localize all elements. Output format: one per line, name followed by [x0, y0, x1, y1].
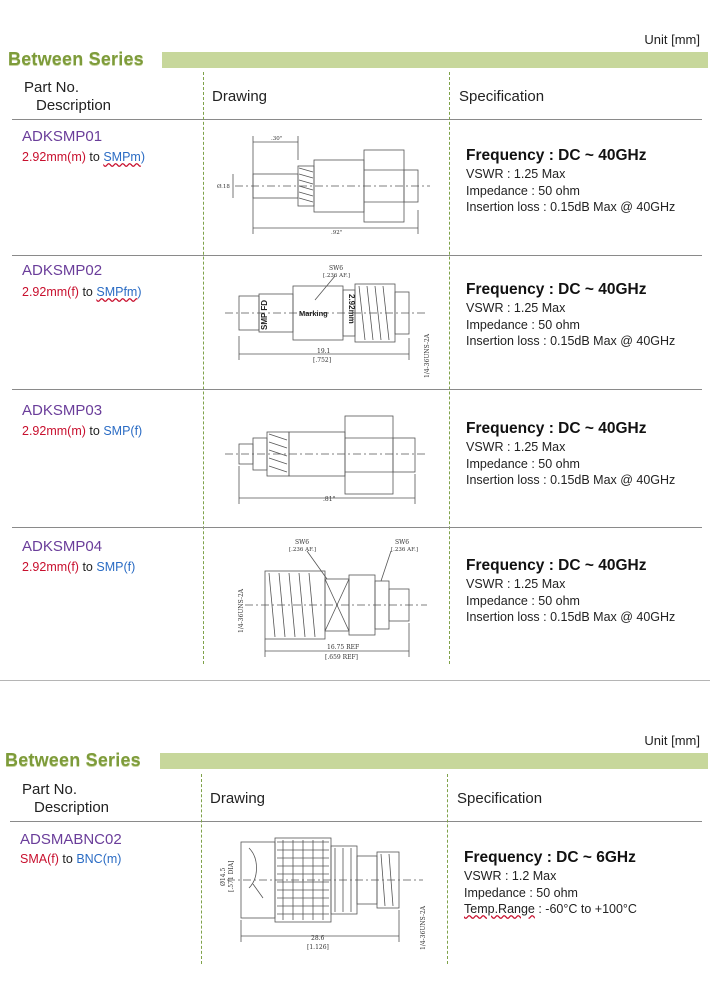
header-description: Description	[36, 97, 112, 114]
dim-label: [.571 DIA]	[228, 861, 235, 892]
specification-block: Frequency : DC ~ 6GHz VSWR : 1.2 Max Imp…	[464, 848, 637, 918]
header-specification: Specification	[459, 88, 545, 105]
header-divider	[12, 119, 702, 120]
series-title: Between Series	[8, 49, 144, 69]
dim-label: 19.1	[317, 348, 330, 355]
drawing-marking-text: Marking	[299, 309, 328, 318]
impedance-spec: Impedance : 50 ohm	[466, 593, 580, 608]
specification-block: Frequency : DC ~ 40GHz VSWR : 1.25 Max I…	[466, 280, 675, 350]
impedance-spec: Impedance : 50 ohm	[466, 183, 580, 198]
dim-label: [.236 AF.]	[391, 547, 418, 553]
vswr-spec: VSWR : 1.2 Max	[464, 869, 557, 883]
dim-label: Ø14.5	[220, 868, 227, 886]
part-number: ADKSMP04	[22, 538, 103, 555]
part-description: 2.92mm(m) to SMP(f)	[22, 424, 143, 438]
frequency-spec: Frequency : DC ~ 40GHz	[466, 557, 647, 574]
dim-label: 1/4-36UNS-2A	[424, 333, 431, 378]
dim-label: SW6	[295, 539, 309, 546]
dim-label: .30"	[271, 136, 282, 142]
column-divider	[203, 72, 204, 664]
connector-drawing-adksmp04: SW6 [.236 AF.] SW6 [.236 AF.] 1/4-36UNS-…	[215, 533, 445, 663]
series-title-bar	[160, 753, 708, 769]
part-number: ADKSMP03	[22, 402, 103, 419]
drawing-marking-text: 2.92mm	[347, 294, 356, 324]
connector-drawing-adsmabnc02: Ø14.5 [.571 DIA] 28.6 [1.126] 1/4-36UNS-…	[213, 828, 443, 958]
insertion-loss-spec: Insertion loss : 0.15dB Max @ 40GHz	[466, 473, 676, 487]
dim-label: [.236 AF.]	[289, 547, 316, 553]
frequency-spec: Frequency : DC ~ 40GHz	[466, 147, 647, 164]
row-divider	[12, 527, 702, 528]
vswr-spec: VSWR : 1.25 Max	[466, 577, 566, 591]
specification-block: Frequency : DC ~ 40GHz VSWR : 1.25 Max I…	[466, 556, 675, 626]
dim-label: [.752]	[313, 357, 331, 364]
series-title: Between Series	[5, 750, 141, 770]
specification-block: Frequency : DC ~ 40GHz VSWR : 1.25 Max I…	[466, 419, 675, 489]
insertion-loss-spec: Insertion loss : 0.15dB Max @ 40GHz	[466, 200, 676, 214]
dim-label: 16.75 REF	[327, 644, 359, 651]
specification-block: Frequency : DC ~ 40GHz VSWR : 1.25 Max I…	[466, 146, 675, 216]
drawing-marking-text: SMP FD	[260, 300, 269, 330]
header-specification: Specification	[457, 790, 543, 807]
connector-drawing-adksmp02: SW6 [.236 AF.] SMP FD Marking 2.92mm 19.…	[215, 258, 445, 383]
vswr-spec: VSWR : 1.25 Max	[466, 167, 566, 181]
dim-label: Ø.18	[217, 183, 230, 190]
row-divider	[12, 389, 702, 390]
impedance-spec: Impedance : 50 ohm	[466, 456, 580, 471]
unit-label: Unit [mm]	[644, 32, 700, 47]
vswr-spec: VSWR : 1.25 Max	[466, 440, 566, 454]
column-divider	[449, 72, 450, 664]
frequency-spec: Frequency : DC ~ 40GHz	[466, 281, 647, 298]
column-divider	[201, 774, 202, 964]
part-number: ADKSMP01	[22, 128, 103, 145]
header-part-no: Part No.	[22, 781, 78, 798]
dim-label: .92"	[331, 230, 342, 236]
frequency-spec: Frequency : DC ~ 6GHz	[464, 849, 636, 866]
part-number: ADSMABNC02	[20, 831, 122, 848]
header-divider	[10, 821, 702, 822]
header-drawing: Drawing	[210, 790, 266, 807]
dim-label: 28.6	[311, 935, 325, 942]
section-separator	[0, 680, 710, 681]
header-drawing: Drawing	[212, 88, 268, 105]
dim-label: [.659 REF]	[325, 654, 358, 661]
header-part-no: Part No.	[24, 79, 80, 96]
frequency-spec: Frequency : DC ~ 40GHz	[466, 420, 647, 437]
dim-label: SW6	[329, 265, 343, 272]
part-description: 2.92mm(f) to SMPfm)	[22, 285, 142, 299]
part-description: SMA(f) to BNC(m)	[20, 852, 122, 866]
insertion-loss-spec: Insertion loss : 0.15dB Max @ 40GHz	[466, 610, 676, 624]
connector-drawing-adksmp03: .81"	[215, 402, 445, 517]
dim-label: .81"	[323, 496, 336, 503]
insertion-loss-spec: Insertion loss : 0.15dB Max @ 40GHz	[466, 334, 676, 348]
header-description: Description	[34, 799, 110, 816]
dim-label: 1/4-36UNS-2A	[420, 905, 427, 950]
part-description: 2.92mm(m) to SMPm)	[22, 150, 145, 164]
unit-label: Unit [mm]	[644, 733, 700, 748]
row-divider	[12, 255, 702, 256]
vswr-spec: VSWR : 1.25 Max	[466, 301, 566, 315]
dim-label: [.236 AF.]	[323, 273, 350, 279]
impedance-spec: Impedance : 50 ohm	[464, 885, 578, 900]
impedance-spec: Impedance : 50 ohm	[466, 317, 580, 332]
series-title-bar	[162, 52, 708, 68]
temperature-range-spec: Temp.Range : -60°C to +100°C	[464, 902, 637, 916]
dim-label: 1/4-36UNS-2A	[238, 588, 245, 633]
dim-label: SW6	[395, 539, 409, 546]
part-number: ADKSMP02	[22, 262, 103, 279]
connector-drawing-adksmp01: .30" Ø.18 .92"	[215, 130, 445, 242]
part-description: 2.92mm(f) to SMP(f)	[22, 560, 136, 574]
dim-label: [1.126]	[307, 944, 329, 951]
column-divider	[447, 774, 448, 964]
